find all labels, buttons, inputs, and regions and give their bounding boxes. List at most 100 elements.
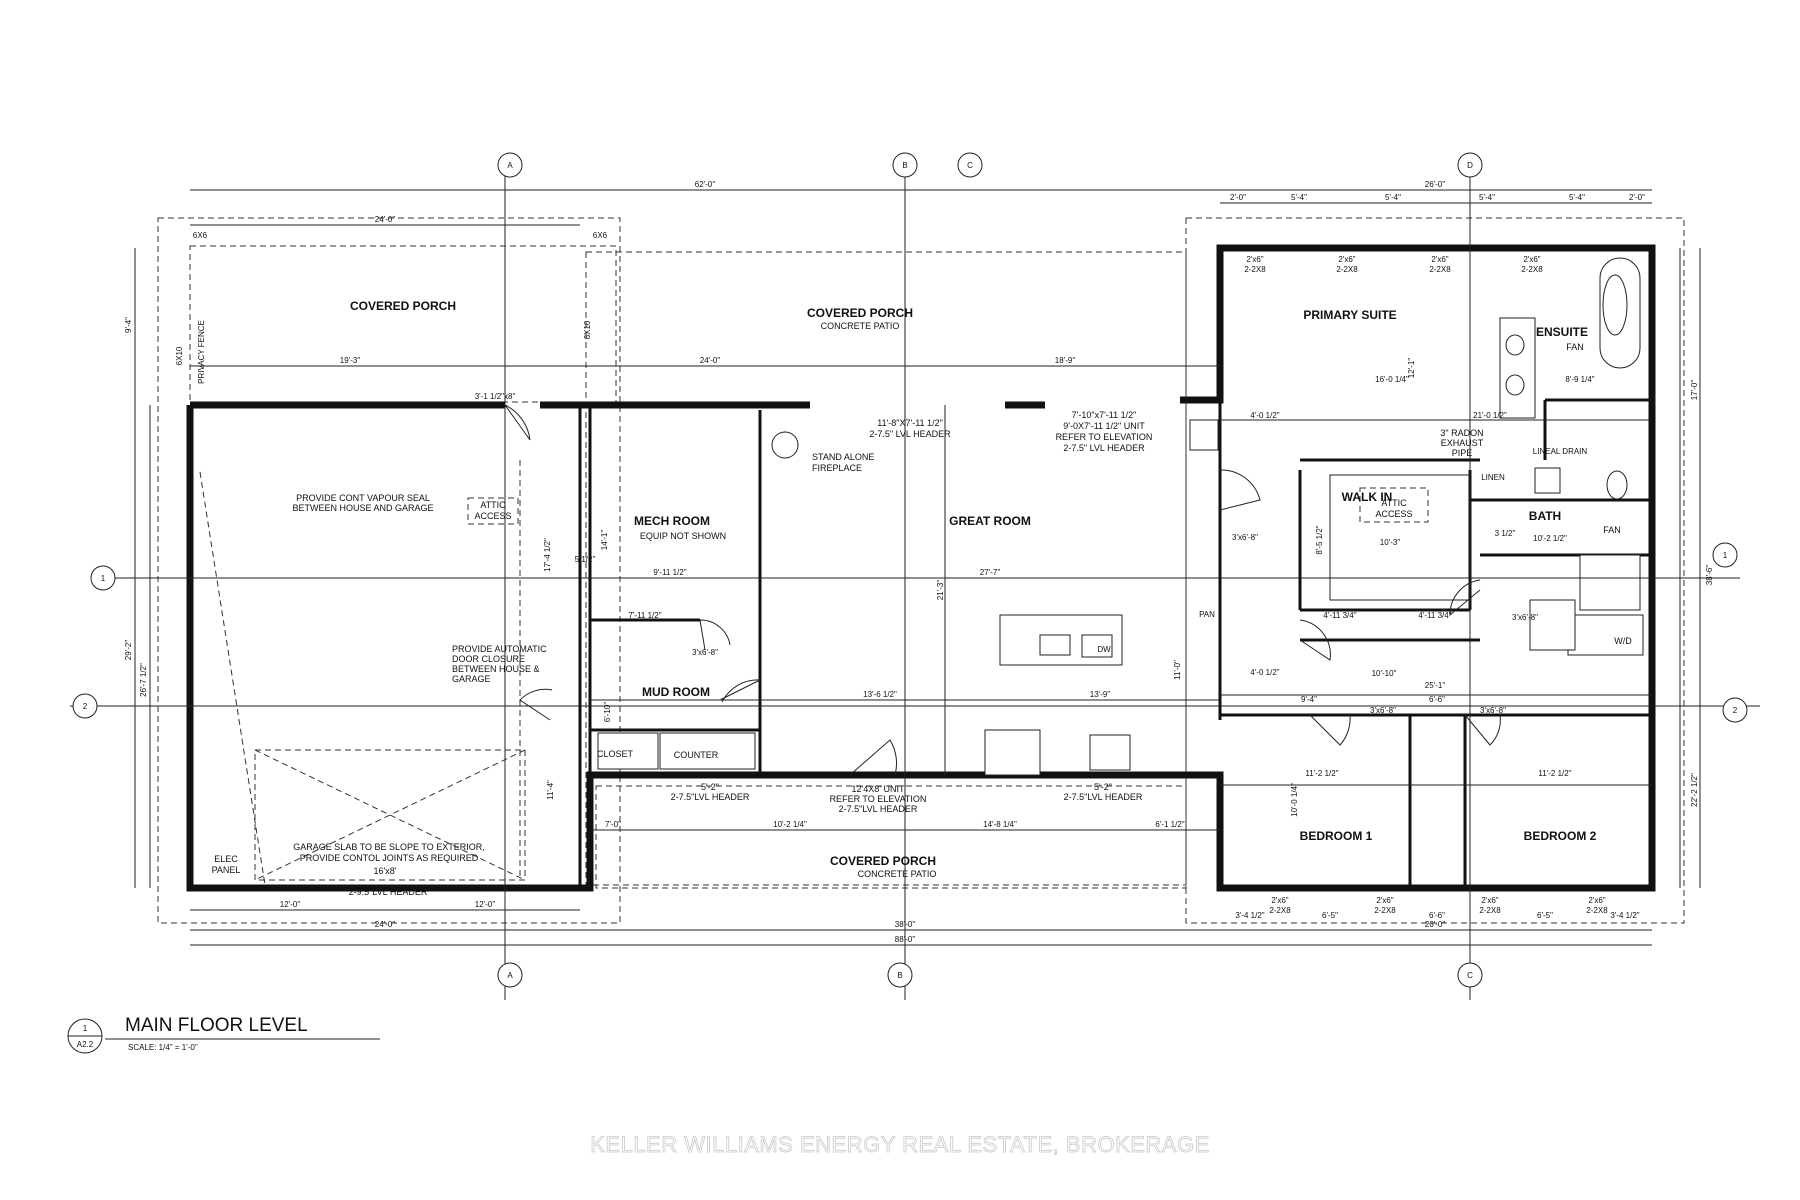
dim-rb-seg-2: 6'-5" bbox=[1322, 911, 1338, 920]
hdr-bottom-left-2: 2-7.5"LVL HEADER bbox=[671, 792, 750, 802]
bedroom-2-label: BEDROOM 2 bbox=[1524, 829, 1597, 843]
hdr-bottom-right-2: 2-7.5"LVL HEADER bbox=[1064, 792, 1143, 802]
hdr-bottom-mid-1: 12'4X8' UNIT bbox=[852, 784, 905, 794]
hdr-bottom-mid-3: 2-7.5"LVL HEADER bbox=[839, 804, 918, 814]
dim-header-8: 2-2X8 bbox=[1586, 906, 1608, 915]
attic-1b-label: ACCESS bbox=[474, 511, 511, 521]
dim-porch-2: 24'-0" bbox=[700, 356, 721, 365]
hdr-bottom-mid-2: REFER TO ELEVATION bbox=[830, 794, 927, 804]
header-great-1: 11'-8"X7'-11 1/2" bbox=[877, 418, 943, 428]
grid-marker-top-1-label: A bbox=[507, 161, 513, 170]
counter-label: COUNTER bbox=[674, 750, 719, 760]
grid-marker-top-2: B bbox=[892, 152, 918, 178]
fireplace-symbol bbox=[771, 431, 799, 459]
dim-garage-bottom: 24'-0" bbox=[375, 920, 396, 929]
dim-hall-seg-1: 9'-4" bbox=[1301, 695, 1317, 704]
fan-2-label: FAN bbox=[1603, 525, 1621, 535]
door-note-2: DOOR CLOSURE bbox=[452, 654, 525, 664]
dim-header-7: 2-2X8 bbox=[1479, 906, 1501, 915]
bath-label: BATH bbox=[1529, 509, 1561, 523]
grid-marker-top-3-label: C bbox=[967, 161, 973, 170]
dim-window-1: 2'x6" bbox=[1246, 255, 1263, 264]
dim-bed2-w: 11'-2 1/2" bbox=[1538, 769, 1571, 778]
dim-closet-w-2: 4'-11 3/4" bbox=[1418, 611, 1451, 620]
dim-suite-gap: 21'-0 1/2" bbox=[1473, 411, 1507, 420]
dimension-labels: 62'-0" 24'-0" 26'-0" 2'-0" 5'-4" 5'-4" 5… bbox=[124, 180, 1714, 944]
concrete-patio-bottom-label: CONCRETE PATIO bbox=[858, 869, 937, 879]
pan-label: PAN bbox=[1199, 610, 1215, 619]
slab-note-2: PROVIDE CONTOL JOINTS AS REQUIRED bbox=[300, 853, 479, 863]
lineal-drain-note: LINEAL DRAIN bbox=[1533, 447, 1588, 456]
dim-window-3: 2'x6" bbox=[1431, 255, 1448, 264]
vapour-2-label: BETWEEN HOUSE AND GARAGE bbox=[292, 503, 433, 513]
grid-marker-right-2-label: 2 bbox=[1733, 706, 1738, 715]
dim-rt-seg-4: 5'-4" bbox=[1479, 193, 1495, 202]
dim-door-size-4: 3'x6'-8" bbox=[1370, 706, 1396, 715]
door-note-3: BETWEEN HOUSE & bbox=[452, 664, 540, 674]
dim-rt-seg-1: 2'-0" bbox=[1230, 193, 1246, 202]
dim-header-5: 2-2X8 bbox=[1269, 906, 1291, 915]
dim-primary-w: 16'-0 1/4" bbox=[1375, 375, 1409, 384]
walk-in-label: WALK IN bbox=[1342, 490, 1393, 504]
porch-outlines bbox=[157, 217, 1685, 924]
dim-window-6: 2'x6" bbox=[1376, 896, 1393, 905]
radon-note-1: 3" RADON bbox=[1440, 428, 1483, 438]
grid-marker-right-1-label: 1 bbox=[1723, 551, 1728, 560]
grid-marker-top-3: C bbox=[957, 152, 983, 178]
covered-porch-top-label: COVERED PORCH bbox=[807, 306, 913, 320]
dim-header-6: 2-2X8 bbox=[1374, 906, 1396, 915]
grid-marker-left-2-label: 2 bbox=[83, 702, 88, 711]
dim-mud-w: 7'-11 1/2" bbox=[628, 611, 661, 620]
sheet-ref: A2.2 bbox=[77, 1040, 94, 1049]
grid-marker-left-1: 1 bbox=[90, 565, 116, 591]
fan-1-label: FAN bbox=[1566, 342, 1584, 352]
dim-small-2: 5 1/2" bbox=[575, 555, 596, 564]
dim-garage-seg-1: 12'-0" bbox=[280, 900, 301, 909]
dim-great-depth: 21'-3" bbox=[936, 580, 945, 601]
dim-window-8: 2'x6" bbox=[1588, 896, 1605, 905]
dim-mech-w: 9'-11 1/2" bbox=[653, 568, 686, 577]
radon-note-3: PIPE bbox=[1452, 448, 1473, 458]
dim-walkin-left: 4'-0 1/2" bbox=[1250, 411, 1279, 420]
privacy-fence-note: PRIVACY FENCE bbox=[197, 320, 206, 384]
dim-overall-top: 62'-0" bbox=[695, 180, 716, 189]
dim-right-top: 26'-0" bbox=[1425, 180, 1446, 189]
dim-rt-seg-3: 5'-4" bbox=[1385, 193, 1401, 202]
dw-label: DW bbox=[1097, 645, 1111, 654]
drawing-title: MAIN FLOOR LEVEL bbox=[125, 1015, 308, 1036]
dim-closet-gap: 10'-10" bbox=[1372, 669, 1397, 678]
attic-2a-label: ATTIC bbox=[1381, 498, 1407, 508]
room-labels: COVERED PORCH COVERED PORCH CONCRETE PAT… bbox=[212, 299, 1633, 879]
dim-right-bottom: 26'-0" bbox=[1425, 920, 1446, 929]
dim-porch-1: 19'-3" bbox=[340, 356, 361, 365]
vapour-1-label: PROVIDE CONT VAPOUR SEAL bbox=[296, 493, 430, 503]
fridge bbox=[984, 729, 1041, 776]
dim-bed1-w: 11'-2 1/2" bbox=[1305, 769, 1338, 778]
dim-bath-w: 10'-2 1/2" bbox=[1533, 534, 1567, 543]
dim-small-6: 11'-4" bbox=[546, 780, 555, 800]
header-great-2: 2-7.5" LVL HEADER bbox=[869, 429, 951, 439]
fireplace-note-2: FIREPLACE bbox=[812, 463, 862, 473]
garage-header-note: 2-9.5"LVL HEADER bbox=[349, 887, 428, 897]
grid-marker-top-1: A bbox=[497, 152, 523, 178]
grid-marker-right-1: 1 bbox=[1712, 542, 1738, 568]
dim-door-size-5: 3'x6'-8" bbox=[1480, 706, 1506, 715]
hdr-bottom-left-1: 5'-2" bbox=[701, 782, 719, 792]
dim-hall-w: 25'-1" bbox=[1425, 681, 1446, 690]
dim-window-7: 2'x6" bbox=[1481, 896, 1498, 905]
dim-hall-seg-2: 6'-6" bbox=[1429, 695, 1445, 704]
dim-header-4: 2-2X8 bbox=[1521, 265, 1543, 274]
ensuite-label: ENSUITE bbox=[1536, 325, 1588, 339]
door-note-1: PROVIDE AUTOMATIC bbox=[452, 644, 547, 654]
dim-window-4: 2'x6" bbox=[1523, 255, 1540, 264]
attic-2b-label: ACCESS bbox=[1375, 509, 1412, 519]
dim-great-seg-1: 13'-6 1/2" bbox=[863, 690, 897, 699]
detail-number: 1 bbox=[83, 1024, 88, 1033]
grid-marker-bottom-3-label: C bbox=[1467, 971, 1473, 980]
dimension-lines bbox=[70, 160, 1760, 1000]
dim-bed-depth: 10'-0 1/4" bbox=[1290, 783, 1299, 817]
grid-marker-bottom-1-label: A bbox=[507, 971, 513, 980]
concrete-patio-top-label: CONCRETE PATIO bbox=[821, 321, 900, 331]
attic-1a-label: ATTIC bbox=[480, 500, 506, 510]
dim-rt-seg-2: 5'-4" bbox=[1291, 193, 1307, 202]
